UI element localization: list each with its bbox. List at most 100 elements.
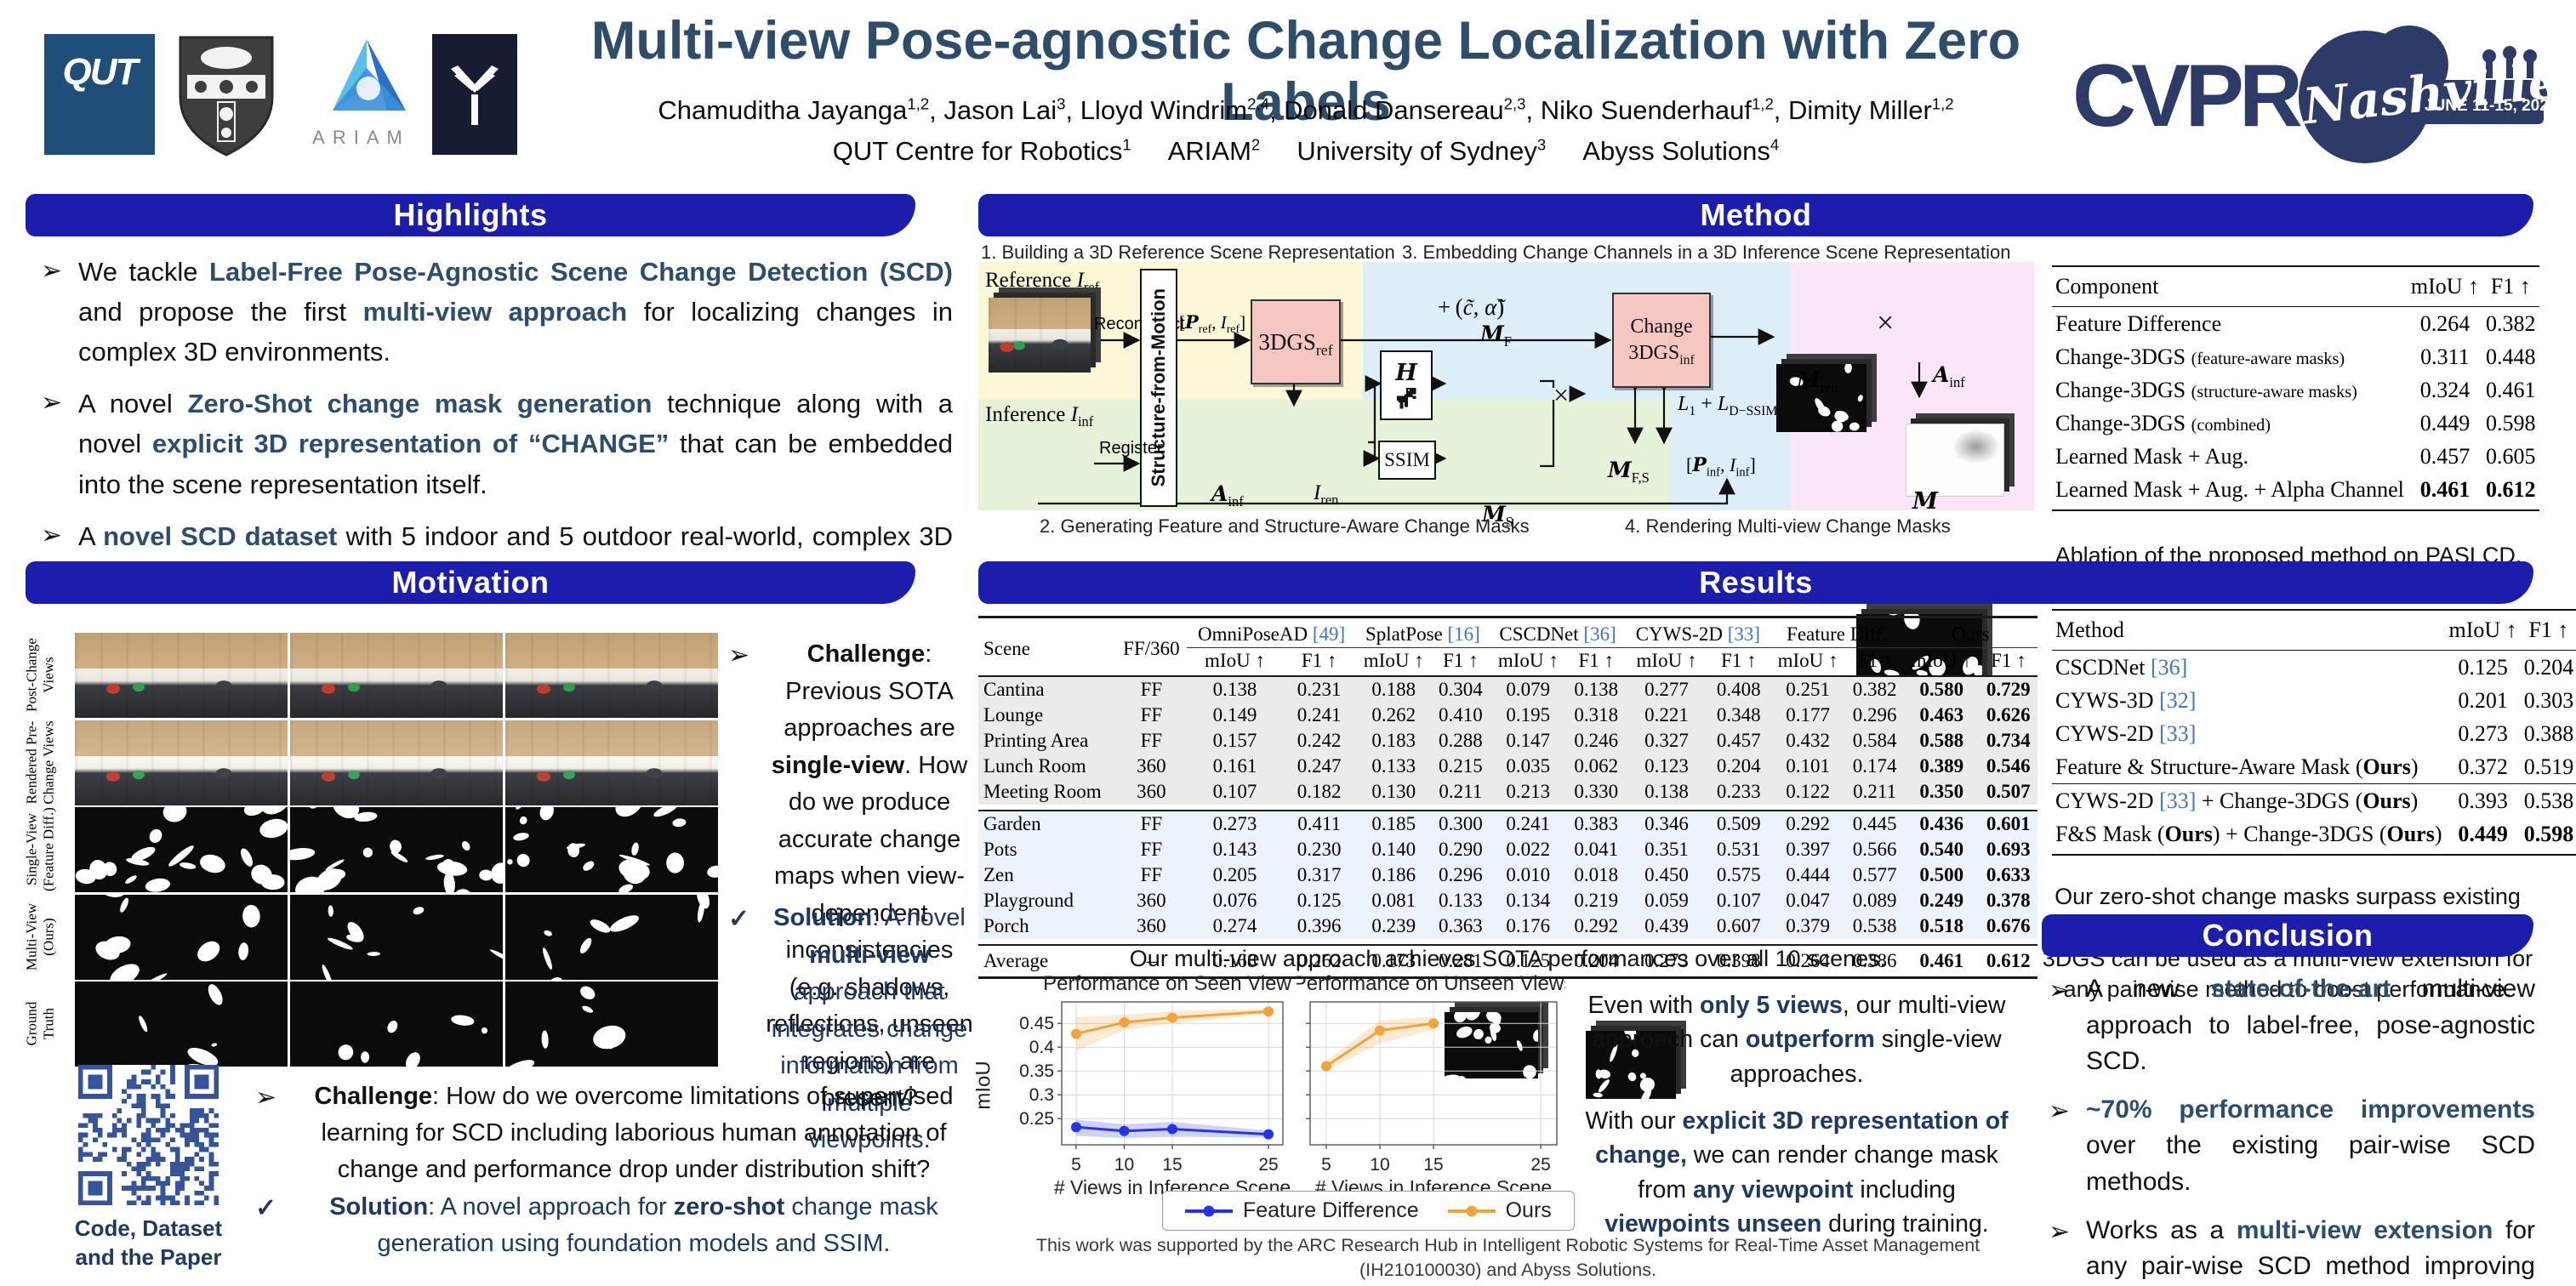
svg-text:0.25: 0.25 <box>1019 1109 1054 1129</box>
diagram-inference-label: Inference Iinf <box>985 403 1094 430</box>
m-final-label: M <box>1912 488 1938 515</box>
svg-text:25: 25 <box>1530 1155 1550 1175</box>
motivation-challenge-2: ➢Challenge: How do we overcome limitatio… <box>255 1078 975 1200</box>
affiliations-line: QUT Centre for Robotics1 ARIAM2 Universi… <box>832 135 1780 166</box>
section-motivation-header: Motivation <box>26 561 915 604</box>
m-s-label: MS <box>1482 502 1513 530</box>
m-fs-masks <box>1586 1031 1676 1099</box>
svg-text:0.35: 0.35 <box>1019 1061 1054 1081</box>
svg-text:0.4: 0.4 <box>1029 1038 1055 1057</box>
arrow-bullet-icon: ➢ <box>2049 1217 2071 1246</box>
bullet-item: ✓Solution: A novel multi-view approach t… <box>728 900 973 1159</box>
svg-text:Performance on Seen Views: Performance on Seen Views <box>1043 972 1291 995</box>
m-f-masks <box>1445 861 1538 927</box>
diagram-step3-caption: 3. Embedding Change Channels in a 3D Inf… <box>1402 242 2011 263</box>
svg-text:Performance on Unseen Views: Performance on Unseen Views <box>1297 972 1565 995</box>
mask-image <box>290 894 503 980</box>
table-row: Feature & Structure-Aware Mask (Ours)0.3… <box>2055 754 2574 779</box>
bullet-item: ➢We tackle Label-Free Pose-Agnostic Scen… <box>41 252 953 372</box>
svg-text:5: 5 <box>1071 1155 1081 1175</box>
cvpr-nashville-logo: CVPR Nashville JUNE 11-15, 2025 <box>2072 22 2565 167</box>
svg-text:0.45: 0.45 <box>1019 1014 1054 1033</box>
abyss-logo <box>432 34 517 155</box>
arrow-bullet-icon: ➢ <box>41 521 63 549</box>
qr-code-label: Code, Dataset and the Paper <box>74 1215 223 1270</box>
plus-ca-label: + (c̃, α̃) <box>1438 294 1505 320</box>
section-results-header: Results <box>978 561 2533 604</box>
view-image <box>505 633 718 718</box>
bullet-item: ➢Challenge: How do we overcome limitatio… <box>255 1078 975 1188</box>
page-title: Multi-view Pose-agnostic Change Localiza… <box>590 11 2021 132</box>
mask-image <box>505 982 718 1067</box>
results-note-2: With our explicit 3D representation of c… <box>1585 1107 2009 1238</box>
inference-images <box>989 733 1091 803</box>
bullet-item: ➢A novel Zero-Shot change mask generatio… <box>41 384 953 504</box>
i-ren-label: Iren <box>1314 481 1339 508</box>
change-3dgs-box: Change 3DGSinf <box>1612 293 1711 388</box>
view-image <box>75 720 288 805</box>
mask-image <box>505 807 718 892</box>
m-f-label: MF <box>1480 322 1512 350</box>
section-conclusion-header: Conclusion <box>2042 914 2533 957</box>
svg-text:0.3: 0.3 <box>1029 1085 1054 1105</box>
cvpr-dates-text: JUNE 11-15, 2025 <box>2425 97 2558 115</box>
loss-label: L1 + LD−SSIM <box>1678 393 1778 418</box>
qut-logo-text: QUT <box>62 51 139 93</box>
check-bullet-icon: ✓ <box>255 1194 277 1222</box>
mask-image <box>75 807 288 892</box>
mask-image <box>290 982 503 1067</box>
mask-image <box>290 807 503 892</box>
sfm-box: Structure-from-Motion <box>1140 269 1177 507</box>
cvpr-logo-text: CVPR <box>2076 47 2301 145</box>
motivation-row-label: Multi-View(Ours) <box>23 902 56 970</box>
bullet-item: ➢~70% performance improvements over the … <box>2049 1092 2535 1201</box>
check-bullet-icon: ✓ <box>728 905 750 933</box>
alpha-inf-right-label: Ainf <box>1933 362 1965 390</box>
motivation-row-label: Single-View(Feature Diff.) <box>23 807 56 891</box>
diagram-step2-caption: 2. Generating Feature and Structure-Awar… <box>1040 515 1530 537</box>
charts-ylabel: mIoU <box>972 1061 995 1110</box>
h-dino-box: H <box>1380 350 1433 420</box>
arrow-bullet-icon: ➢ <box>2049 1096 2071 1125</box>
arrow-bullet-icon: ➢ <box>41 389 63 418</box>
pose-inf-label: [Pinf, Iinf] <box>1686 454 1756 480</box>
i-ren-image <box>1285 851 1366 920</box>
view-image <box>75 633 288 718</box>
pose-ref-label: [Pref, Iref] <box>1179 311 1246 336</box>
diagram-reference-label: Reference Iref <box>985 269 1100 295</box>
reference-images <box>989 298 1091 373</box>
gs-ref-box: 3DGSref <box>1251 299 1341 384</box>
alpha-inf-left-label: Ainf <box>1211 481 1244 509</box>
ssim-box: SSIM <box>1378 441 1436 480</box>
arrow-bullet-icon: ➢ <box>255 1084 277 1112</box>
ariam-logo-text: ARIAM <box>312 127 410 148</box>
arrow-bullet-icon: ➢ <box>728 641 750 669</box>
authors-line: Chamuditha Jayanga1,2, Jason Lai3, Lloyd… <box>658 94 1954 125</box>
mask-image <box>75 894 288 980</box>
svg-text:10: 10 <box>1370 1155 1389 1175</box>
